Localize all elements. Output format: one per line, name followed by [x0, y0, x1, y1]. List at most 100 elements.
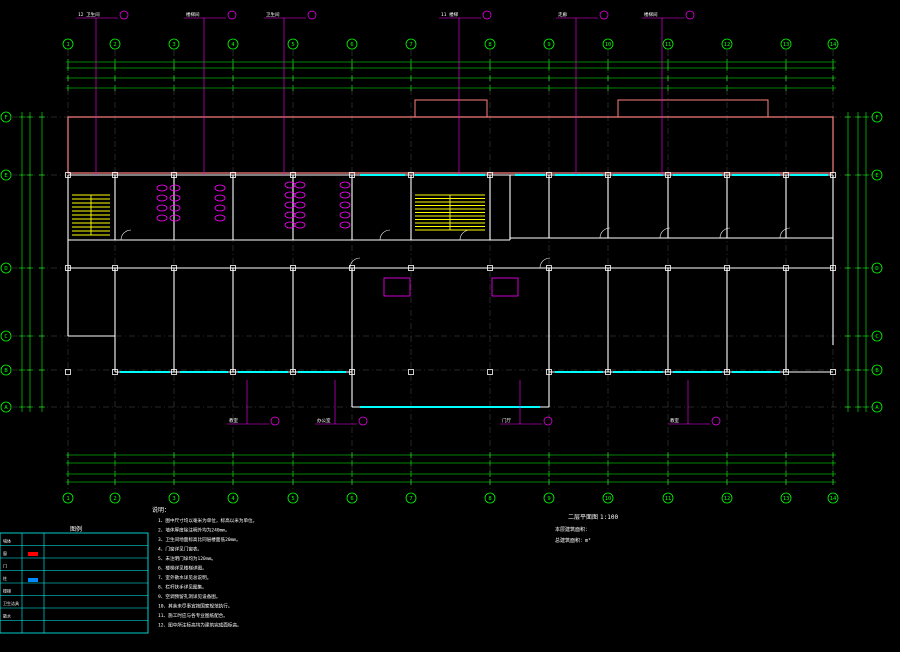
axis-label-14: 14	[830, 42, 837, 48]
axis-label-B: B	[4, 368, 8, 374]
toilet-fixture	[169, 204, 181, 212]
axis-bubble-1	[62, 38, 74, 50]
axis-label-13: 13	[783, 42, 790, 48]
toilet-fixture	[156, 184, 168, 192]
axis-label-3: 3	[172, 42, 175, 48]
axis-bubble-8	[484, 492, 496, 504]
column	[830, 172, 836, 178]
callout-bubble	[482, 10, 492, 20]
axis-label-D: D	[4, 266, 7, 272]
column	[665, 369, 671, 375]
door-swing	[349, 257, 361, 269]
door-swing	[599, 227, 611, 239]
axis-label-11: 11	[665, 496, 672, 502]
axis-bubble-6	[346, 492, 358, 504]
axis-label-5: 5	[291, 496, 294, 502]
area-note-1: 本层建筑面积：	[555, 526, 590, 533]
column	[783, 265, 789, 271]
column	[112, 265, 118, 271]
toilet-fixture	[294, 191, 306, 199]
axis-bubble-F	[871, 111, 883, 123]
toilet-fixture	[214, 194, 226, 202]
toilet-fixture	[339, 181, 351, 189]
axis-label-5: 5	[291, 42, 294, 48]
callout-label: 教室	[670, 417, 679, 424]
note-line: 3、卫生间地面标高比同层楼面低20mm。	[158, 536, 241, 543]
column	[724, 265, 730, 271]
column	[665, 172, 671, 178]
axis-bubble-C	[871, 330, 883, 342]
column	[112, 172, 118, 178]
column	[349, 172, 355, 178]
note-line: 10、其余未尽事宜按国家规范执行。	[158, 603, 232, 610]
callout-bubble	[307, 10, 317, 20]
toilet-fixture	[156, 214, 168, 222]
column	[171, 369, 177, 375]
axis-bubble-12	[721, 38, 733, 50]
toilet-fixture	[169, 194, 181, 202]
column	[546, 172, 552, 178]
axis-bubble-B	[0, 364, 12, 376]
callout-bubble	[119, 10, 129, 20]
area-note-2: 总建筑面积：m²	[555, 537, 591, 544]
axis-bubble-5	[287, 492, 299, 504]
axis-bubble-9	[543, 38, 555, 50]
door-swing	[459, 229, 471, 241]
callout-label: 楼梯间	[186, 11, 200, 18]
door-swing	[120, 229, 132, 241]
toilet-fixture	[294, 221, 306, 229]
column	[830, 265, 836, 271]
toilet-fixture	[294, 201, 306, 209]
stairs	[72, 194, 485, 236]
axis-label-9: 9	[547, 42, 550, 48]
axis-bubble-14	[827, 38, 839, 50]
notes-block: 说明： 1、图中尺寸均以毫米为单位，标高以米为单位。2、墙体厚度除注明外均为24…	[152, 506, 257, 629]
column	[230, 369, 236, 375]
column	[724, 369, 730, 375]
toilet-fixture	[214, 204, 226, 212]
axis-label-F: F	[4, 115, 7, 121]
toilet-fixture	[214, 214, 226, 222]
callout-label: 楼梯间	[644, 11, 658, 18]
axis-label-14: 14	[830, 496, 837, 502]
note-line: 5、未注明门垛均为120mm。	[158, 555, 216, 562]
axis-label-7: 7	[409, 42, 412, 48]
axis-label-1: 1	[66, 496, 69, 502]
column	[783, 172, 789, 178]
axis-bubble-8	[484, 38, 496, 50]
axis-bubble-E	[871, 169, 883, 181]
axis-bubble-D	[0, 262, 12, 274]
axis-label-8: 8	[488, 42, 491, 48]
column	[783, 369, 789, 375]
legend-swatch-blue	[28, 578, 38, 582]
column	[65, 172, 71, 178]
column	[605, 172, 611, 178]
roof-bay-2	[617, 99, 769, 118]
column	[408, 369, 414, 375]
toilet-fixture	[169, 214, 181, 222]
legend-heading: 图例	[70, 525, 82, 533]
column	[487, 172, 493, 178]
callout-bubble	[543, 416, 553, 426]
axis-bubble-14	[827, 492, 839, 504]
axis-bubble-9	[543, 492, 555, 504]
column	[605, 369, 611, 375]
title-block: 二层平面图 1:100 本层建筑面积： 总建筑面积：m²	[555, 514, 618, 544]
roof-outline	[67, 116, 834, 174]
axis-label-13: 13	[783, 496, 790, 502]
axis-label-1: 1	[66, 42, 69, 48]
axis-label-E: E	[4, 173, 7, 179]
toilet-fixture	[339, 191, 351, 199]
column	[65, 265, 71, 271]
axis-bubble-D	[871, 262, 883, 274]
axis-bubble-13	[780, 38, 792, 50]
door-swing	[719, 227, 731, 239]
axis-label-12: 12	[724, 496, 731, 502]
axis-bubble-11	[662, 492, 674, 504]
toilet-fixture	[294, 211, 306, 219]
toilet-fixture	[214, 184, 226, 192]
axis-bubble-6	[346, 38, 358, 50]
